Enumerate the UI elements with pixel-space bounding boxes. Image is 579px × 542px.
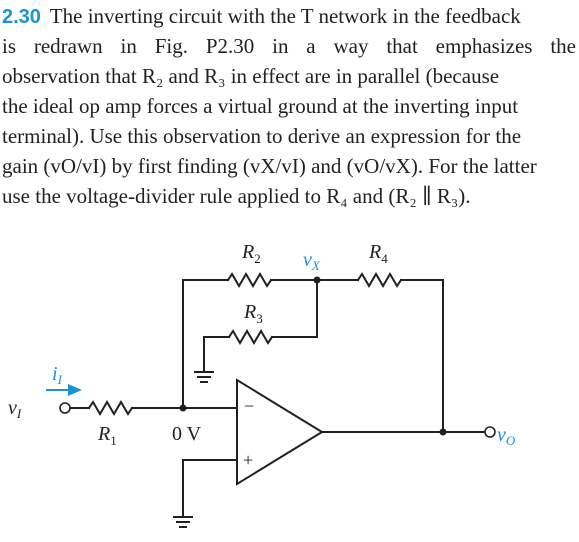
r1-resistor	[87, 400, 134, 416]
problem-number: 2.30	[2, 6, 41, 28]
r4-label: R4	[368, 241, 388, 266]
current-arrow	[46, 384, 82, 396]
node-inverting	[179, 404, 187, 412]
vo-label: vO	[497, 424, 516, 448]
problem-line-2: is redrawn in Fig. P2.30 in a way that e…	[2, 34, 576, 58]
ground-noninverting	[173, 516, 193, 528]
wire-noninverting	[182, 459, 238, 518]
problem-line-1: 2.30 The inverting circuit with the T ne…	[2, 4, 521, 28]
vx-label: vX	[303, 249, 321, 273]
r2-resistor	[226, 272, 273, 288]
wire-r4-to-output	[400, 279, 444, 433]
wire-vx-down	[271, 279, 318, 338]
vi-label: vI	[8, 397, 22, 421]
problem-line-5: terminal). Use this observation to deriv…	[2, 124, 522, 148]
terminal-vo	[484, 426, 496, 438]
terminal-vi	[59, 402, 71, 414]
plus-sign: +	[243, 450, 253, 470]
r3-label: R3	[243, 301, 263, 326]
problem-line-6: gain (vO/vI) by first finding (vX/vI) an…	[2, 154, 537, 178]
r2-label: R2	[241, 241, 261, 266]
r4-resistor	[356, 272, 403, 288]
op-amp-triangle	[236, 378, 324, 486]
ii-label: iI	[52, 363, 63, 387]
zero-volt-label: 0 V	[172, 423, 202, 445]
node-vx	[313, 276, 321, 284]
node-output	[439, 428, 447, 436]
problem-line-3: observation that R₂ and R₃ in effect are…	[2, 64, 500, 88]
ground-r3	[194, 371, 214, 383]
wire-r3-to-ground	[203, 336, 230, 373]
r3-resistor	[227, 329, 274, 345]
minus-sign: −	[244, 396, 254, 416]
problem-line-4: the ideal op amp forces a virtual ground…	[2, 94, 519, 118]
problem-line-7: use the voltage-divider rule applied to …	[2, 184, 471, 208]
r1-label: R1	[97, 423, 117, 448]
